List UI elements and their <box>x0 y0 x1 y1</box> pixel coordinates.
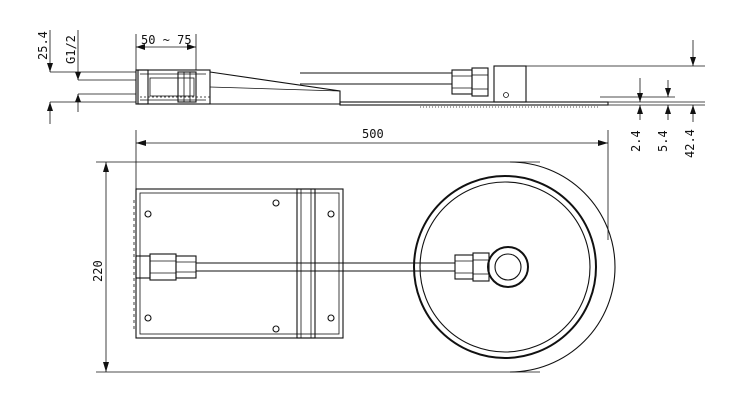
top-wall-nut-2 <box>175 255 197 279</box>
side-bracket-nut <box>177 71 197 103</box>
top-head-nut-1 <box>454 254 474 280</box>
top-shower-outer-arc <box>509 161 616 373</box>
top-view <box>133 161 616 373</box>
top-shower-hub-outer <box>487 246 529 288</box>
top-head-nut-2 <box>472 252 490 282</box>
top-shower-hub-inner <box>494 253 522 281</box>
side-head-block <box>493 65 527 103</box>
mount-hole-5 <box>272 325 280 333</box>
mount-hole-2 <box>272 199 280 207</box>
mount-hole-3 <box>327 210 335 218</box>
dim-head-total-label: 42.4 <box>683 129 697 158</box>
mount-hole-4 <box>144 314 152 322</box>
dim-arm-range: 50 ~ 75 <box>135 33 197 70</box>
top-shower-disk-inner <box>419 181 591 353</box>
side-arm-cover <box>209 71 341 105</box>
top-wall-connector <box>135 255 151 279</box>
side-shower-plate <box>339 101 609 106</box>
dim-thread-depth: 25.4 <box>36 30 136 124</box>
dim-total-length: 500 <box>135 127 609 240</box>
dim-head-heights: 2.4 5.4 42.4 <box>526 40 705 158</box>
dim-thread-size: G1/2 <box>64 30 136 112</box>
dim-head-thin-label: 2.4 <box>629 130 643 152</box>
dim-arm-range-label: 50 ~ 75 <box>141 33 192 47</box>
dim-thread-depth-label: 25.4 <box>36 31 50 60</box>
dim-total-width-label: 220 <box>91 260 105 282</box>
mount-hole-1 <box>144 210 152 218</box>
top-wall-nut-1 <box>149 253 177 281</box>
dim-thread-size-label: G1/2 <box>64 35 78 64</box>
top-shower-disk <box>413 175 597 359</box>
side-bracket-block <box>135 69 211 105</box>
side-nut-2 <box>471 67 489 97</box>
side-view <box>135 65 609 108</box>
mount-hole-6 <box>327 314 335 322</box>
side-nut-1 <box>451 69 473 95</box>
dim-total-length-label: 500 <box>362 127 384 141</box>
dim-head-mid-label: 5.4 <box>656 130 670 152</box>
dim-total-width: 220 <box>91 161 540 373</box>
